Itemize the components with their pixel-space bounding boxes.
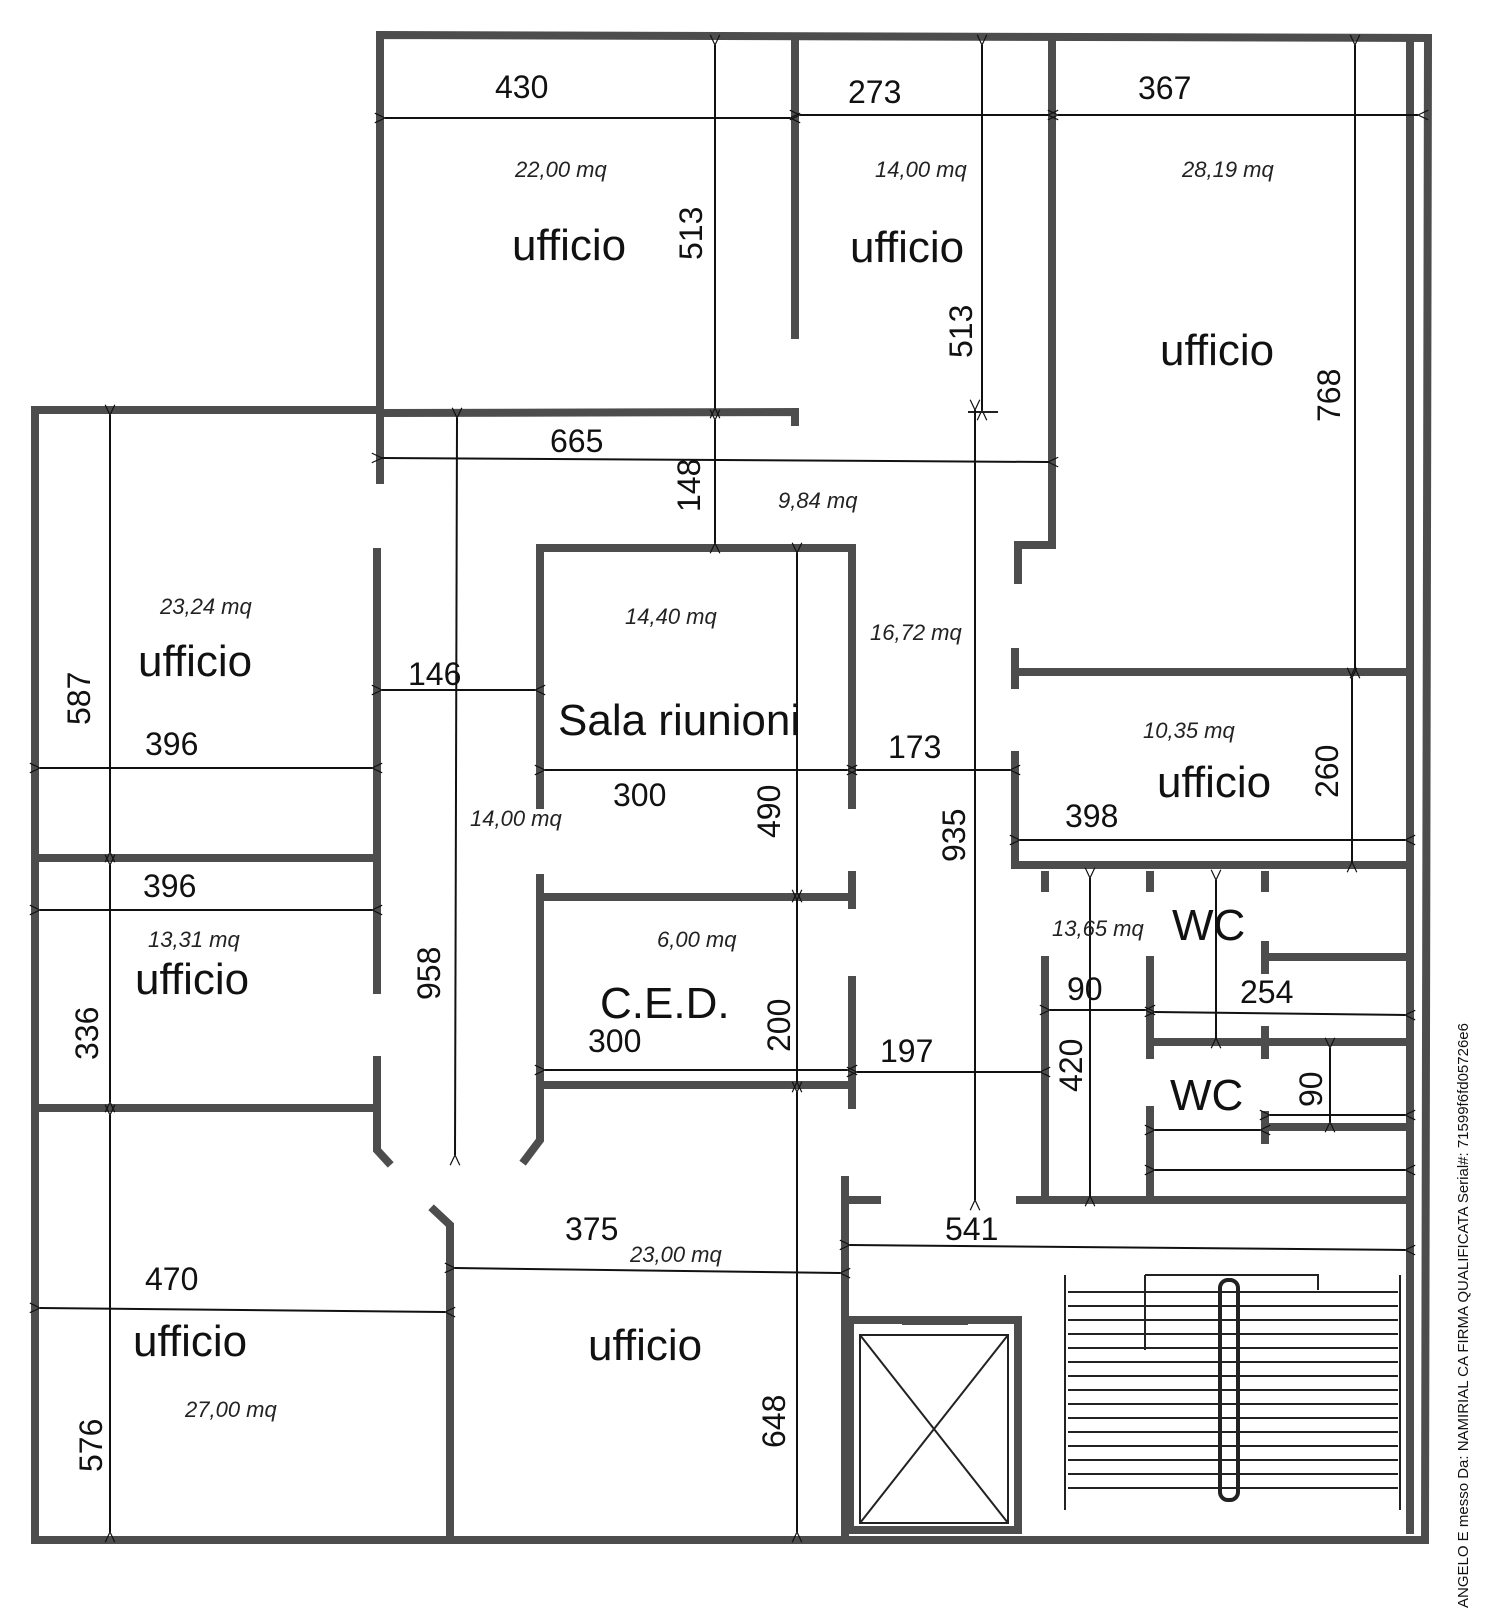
digital-signature-note: ANGELO E messo Da: NAMIRIAL CA FIRMA QUA… (1455, 1023, 1472, 1608)
dimension-label: 587 (61, 672, 97, 725)
area-label: 13,31 mq (148, 927, 240, 952)
dimension-label: 173 (888, 729, 941, 765)
dimension-label: 273 (848, 74, 901, 110)
dimension-label: 375 (565, 1211, 618, 1247)
dimension-labels: 430 273 367 513 513 768 665 148 587 396 … (61, 69, 1347, 1472)
dimension-label: 576 (73, 1419, 109, 1472)
dimension-label: 420 (1053, 1039, 1089, 1092)
dimension-label: 396 (145, 726, 198, 762)
dimension-label: 367 (1138, 70, 1191, 106)
room-label: ufficio (850, 223, 964, 272)
area-labels: 22,00 mq 14,00 mq 28,19 mq 9,84 mq 23,24… (148, 157, 1274, 1422)
dimension-label: 541 (945, 1211, 998, 1247)
room-label: C.E.D. (600, 979, 730, 1028)
room-label: ufficio (1157, 758, 1271, 807)
dimension-label: 300 (613, 777, 666, 813)
dimension-label: 490 (751, 785, 787, 838)
dimension-label: 260 (1309, 745, 1345, 798)
room-label: WC (1172, 901, 1245, 950)
dimension-label: 513 (943, 305, 979, 358)
area-label: 23,00 mq (629, 1242, 722, 1267)
room-label: ufficio (138, 637, 252, 686)
dimension-label: 336 (69, 1007, 105, 1060)
area-label: 14,00 mq (875, 157, 967, 182)
area-label: 13,65 mq (1052, 916, 1144, 941)
dimension-label: 90 (1067, 971, 1103, 1007)
room-label: ufficio (1160, 326, 1274, 375)
dimension-label: 648 (756, 1395, 792, 1448)
dimension-label: 513 (673, 207, 709, 260)
dimension-label: 470 (145, 1261, 198, 1297)
walls (31, 30, 1433, 1544)
area-label: 23,24 mq (159, 594, 252, 619)
dimension-label: 665 (550, 423, 603, 459)
dimension-label: 768 (1311, 369, 1347, 422)
area-label: 27,00 mq (184, 1397, 277, 1422)
dimension-label: 90 (1293, 1071, 1329, 1107)
elevator (846, 1316, 1022, 1534)
dimension-label: 197 (880, 1033, 933, 1069)
dimension-label: 396 (143, 868, 196, 904)
dimension-label: 254 (1240, 974, 1293, 1010)
room-label: ufficio (512, 221, 626, 270)
area-label: 22,00 mq (514, 157, 607, 182)
room-label: WC (1170, 1071, 1243, 1120)
room-label: Sala riunioni (558, 696, 800, 745)
room-label: ufficio (588, 1321, 702, 1370)
room-label: ufficio (135, 955, 249, 1004)
dimension-label: 300 (588, 1023, 641, 1059)
dimension-lines (40, 45, 1418, 1532)
area-label: 14,40 mq (625, 604, 717, 629)
dimension-label: 200 (761, 999, 797, 1052)
staircase (1064, 1274, 1401, 1510)
area-label: 10,35 mq (1143, 718, 1235, 743)
room-label: ufficio (133, 1317, 247, 1366)
area-label: 14,00 mq (470, 806, 562, 831)
dimension-label: 935 (936, 809, 972, 862)
room-labels: ufficio ufficio ufficio ufficio ufficio … (133, 221, 1274, 1370)
area-label: 28,19 mq (1181, 157, 1274, 182)
area-label: 16,72 mq (870, 620, 962, 645)
dimension-label: 146 (408, 656, 461, 692)
area-label: 6,00 mq (657, 927, 737, 952)
dimension-label: 958 (411, 947, 447, 1000)
dimension-label: 398 (1065, 798, 1118, 834)
dimension-label: 148 (671, 459, 707, 512)
dimension-label: 430 (495, 69, 548, 105)
area-label: 9,84 mq (778, 488, 858, 513)
